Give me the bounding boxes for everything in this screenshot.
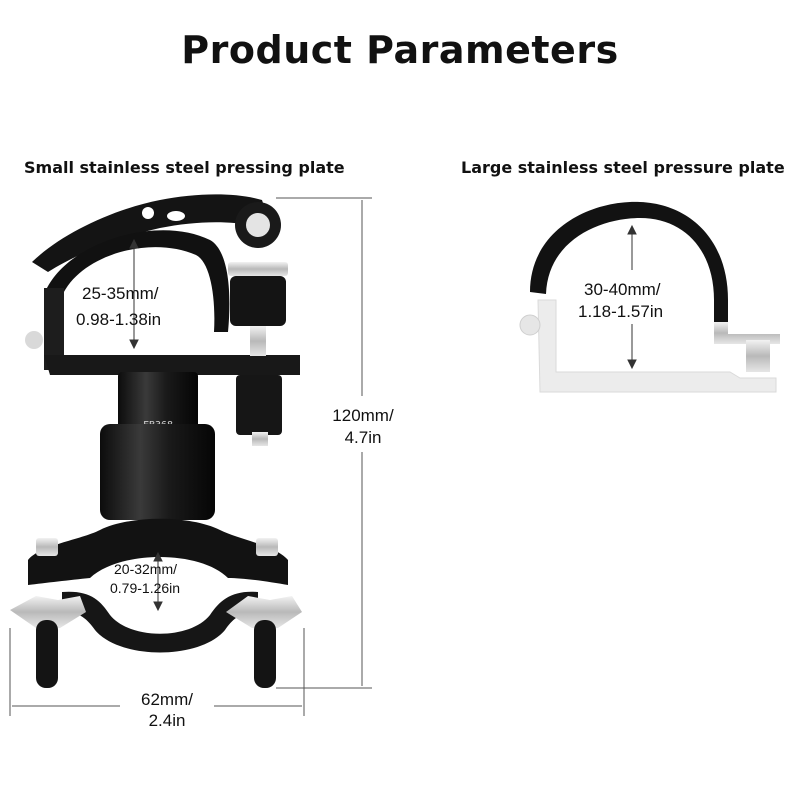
clamp-upper-jaw [28, 518, 288, 585]
large-plate-range-in: 1.18-1.57in [578, 302, 664, 321]
page-title: Product Parameters [181, 28, 619, 72]
bottom-clamp [10, 518, 302, 688]
width-in: 2.4in [148, 711, 186, 730]
large-pressure-plate [519, 201, 780, 393]
clamp-screw [36, 538, 58, 556]
clamp-screw [256, 538, 278, 556]
clamp-lower-jaw [62, 591, 258, 653]
foam-band [530, 201, 728, 322]
steel-plate [537, 299, 777, 393]
plate-bolt [746, 340, 770, 372]
upper-cylinder [118, 372, 198, 430]
clamp-band [46, 230, 230, 332]
plate-screw [519, 314, 541, 336]
swivel-joint: FB368 [100, 372, 215, 520]
small-plate-label: Small stainless steel pressing plate [24, 158, 345, 177]
height-mm: 120mm/ [332, 406, 394, 425]
rubber-cap [36, 620, 58, 688]
bottom-clamp-range-mm: 20-32mm/ [114, 561, 178, 577]
lever-hole [195, 223, 213, 233]
width-mm: 62mm/ [141, 690, 193, 709]
dimension-bottom-clamp [153, 551, 163, 612]
threaded-bolt [250, 326, 266, 356]
top-clamp-range-in: 0.98-1.38in [76, 310, 162, 329]
height-in: 4.7in [344, 428, 382, 447]
clamp-side-plate [44, 288, 64, 370]
wing-nut [226, 596, 302, 628]
top-clamp-range-mm: 25-35mm/ [82, 284, 159, 303]
bolt-tip [252, 432, 268, 446]
dimension-top-clamp [129, 238, 139, 350]
large-plate-label: Large stainless steel pressure plate [461, 158, 785, 177]
lever-hole [142, 207, 154, 219]
top-clamp [25, 194, 300, 446]
rubber-cap [254, 620, 276, 688]
dimension-large-plate [627, 224, 637, 370]
lever-hole [167, 211, 185, 221]
bolt-nut [228, 262, 288, 276]
locking-nut [100, 424, 215, 520]
large-plate-range-mm: 30-40mm/ [584, 280, 661, 299]
bottom-clamp-range-in: 0.79-1.26in [110, 580, 181, 596]
side-screw [25, 331, 43, 349]
dimension-height [276, 197, 372, 689]
wing-nut [10, 596, 86, 628]
bolt-housing [230, 276, 286, 326]
knurled-knob [236, 375, 282, 435]
clamp-base-plate [44, 355, 300, 375]
pivot-screw [246, 213, 270, 237]
quick-release-lever [32, 194, 272, 272]
dimension-width [9, 628, 305, 716]
plate-tab [714, 322, 780, 344]
